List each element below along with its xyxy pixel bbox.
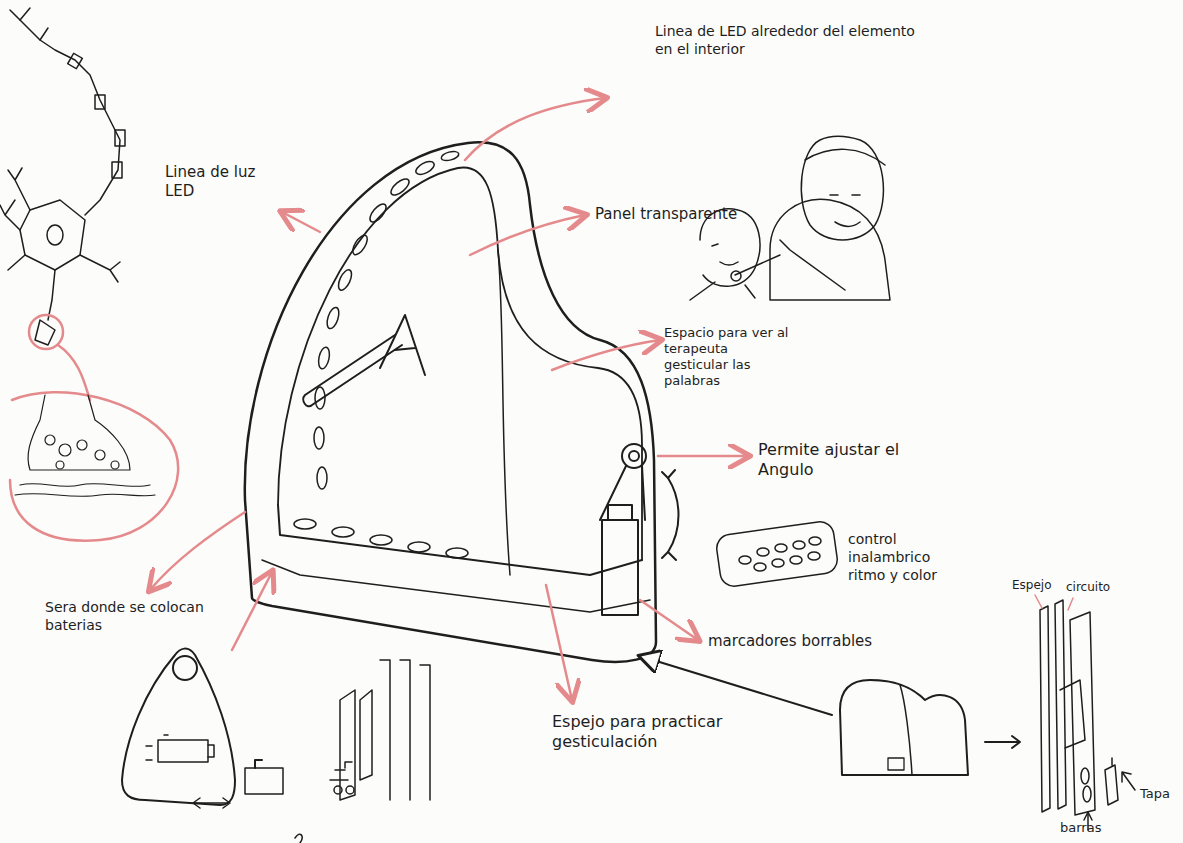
device-body [245, 142, 656, 662]
callout-label: barras [1060, 820, 1130, 836]
callout-label: Espacio para ver al terapeuta gesticular… [664, 325, 794, 389]
reference-arrow [640, 656, 832, 715]
callout-label: Panel transparente [595, 205, 775, 224]
callout-label: circuito [1066, 580, 1146, 595]
callout-label: Espejo para practicar gesticulación [552, 712, 742, 752]
leader-arrows [150, 98, 748, 700]
callout-label: Linea de LED alrededor del elemento en e… [655, 22, 925, 58]
rotation-arrow [668, 478, 679, 552]
callout-label: Linea de luz LED [165, 163, 265, 201]
marker-pen [303, 315, 425, 406]
led-strip [294, 150, 468, 558]
callout-label: Sera donde se colocan baterias [45, 598, 225, 634]
marker-holder [602, 505, 638, 615]
device-side-view [840, 680, 1020, 775]
synapse-detail [15, 395, 155, 496]
battery-compartment [122, 649, 283, 808]
synapse-zoom [10, 315, 178, 541]
rotation-arrow-heads [662, 470, 676, 560]
remote-control [715, 520, 839, 588]
callout-label: control inalambrico ritmo y color [848, 530, 958, 584]
callout-label: marcadores borrables [708, 632, 918, 651]
callout-label: Tapa [1140, 786, 1183, 802]
exploded-parts [330, 660, 430, 800]
angle-knob [600, 444, 646, 520]
page-mark [295, 834, 302, 843]
neuron-sketch [0, 8, 125, 345]
callout-label: Permite ajustar el Angulo [758, 440, 928, 480]
exploded-layers [1035, 595, 1135, 830]
